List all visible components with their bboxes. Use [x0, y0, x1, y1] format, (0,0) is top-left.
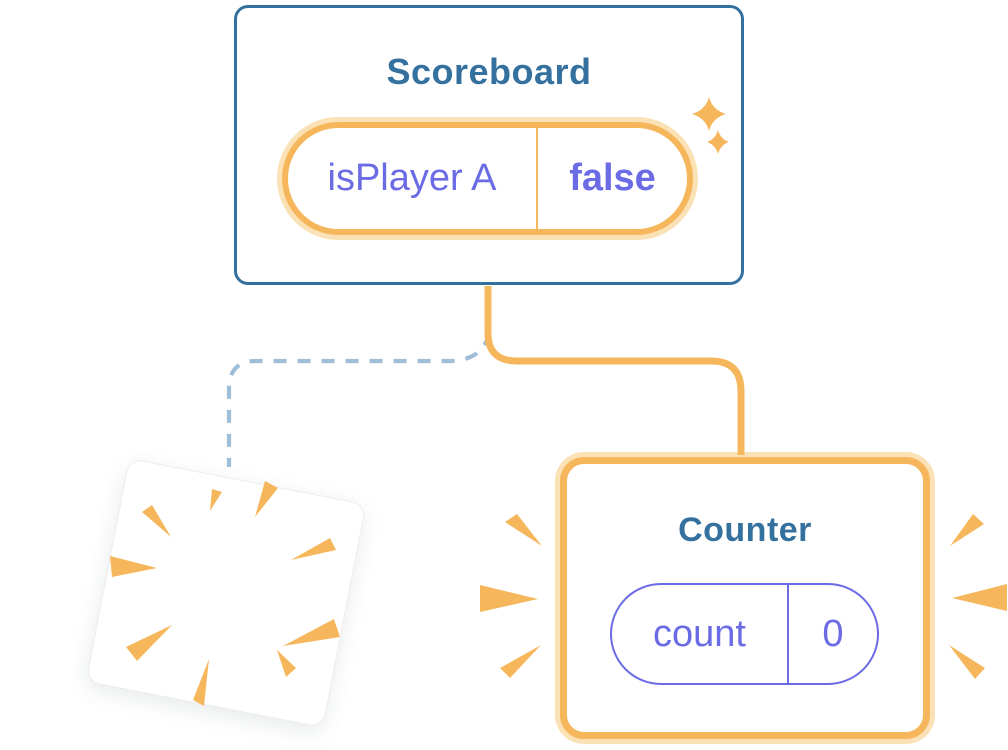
dashed-connector-line	[226, 332, 492, 467]
state-value: 0	[787, 585, 877, 683]
state-name: isPlayer A	[327, 157, 497, 199]
scoreboard-component-card: Scoreboard isPlayer A false	[234, 5, 744, 285]
orange-connector-line	[484, 286, 745, 455]
counter-component-card: Counter count 0	[560, 457, 930, 739]
counter-title: Counter	[678, 511, 812, 549]
destroyed-component-card	[85, 458, 367, 728]
scoreboard-title: Scoreboard	[386, 51, 592, 92]
counter-state-pill: count 0	[610, 583, 879, 685]
scoreboard-state-pill: isPlayer A false	[282, 122, 693, 235]
state-name: count	[653, 612, 746, 655]
state-value: false	[536, 128, 687, 229]
